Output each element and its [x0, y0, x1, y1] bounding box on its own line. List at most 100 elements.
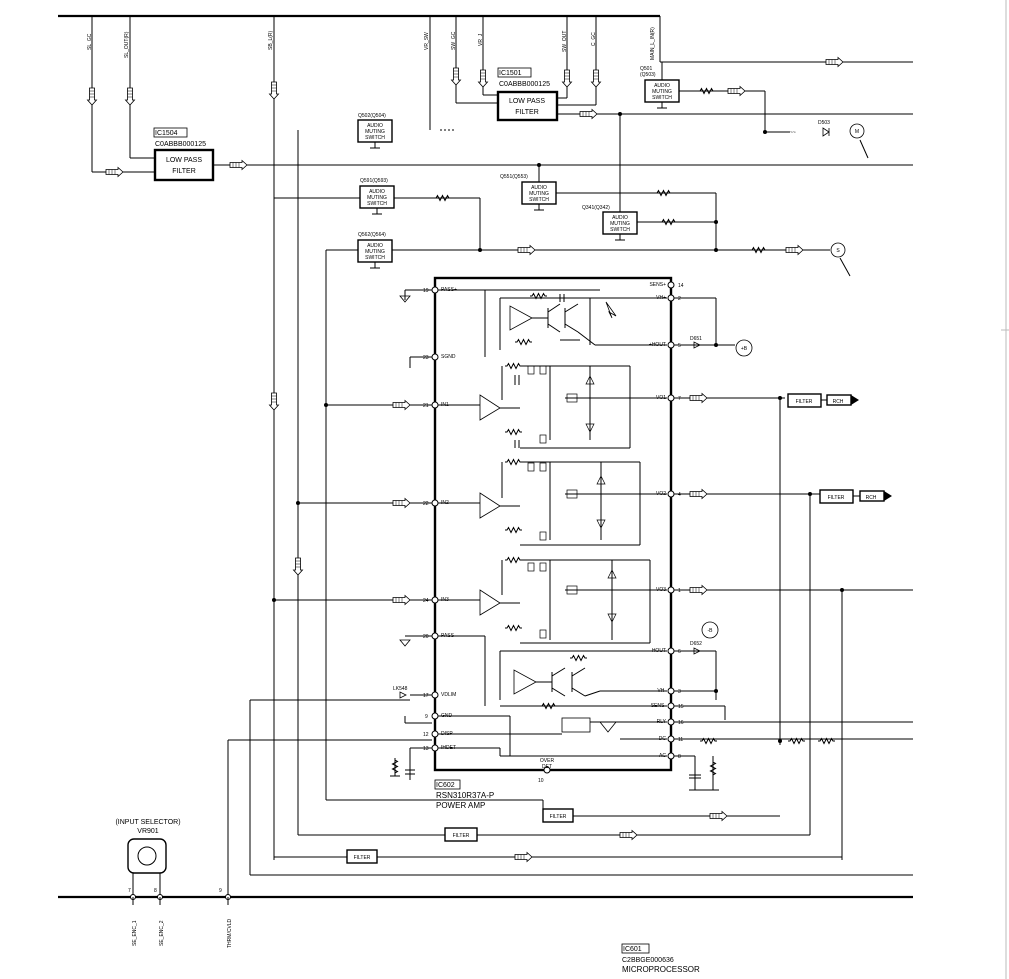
svg-text:15: 15 [678, 704, 684, 710]
svg-text:3: 3 [678, 689, 681, 695]
svg-text:SWITCH: SWITCH [652, 95, 672, 101]
ic602-power-amp [433, 276, 673, 772]
svg-text:19: 19 [423, 288, 429, 294]
vr901-title: (INPUT SELECTOR) [115, 819, 180, 826]
d651-label: D651 [690, 336, 702, 342]
svg-text:11: 11 [678, 737, 683, 743]
ic1501-part: C0ABBB000125 [499, 81, 550, 88]
q591-label: Q591(Q593) [360, 178, 388, 184]
d503-label: D503 [818, 120, 830, 126]
svg-text:SWITCH: SWITCH [610, 227, 630, 233]
m-connector [849, 123, 865, 139]
ic1501-ref: IC1501 [499, 70, 522, 77]
svg-text:AUDIO: AUDIO [367, 123, 383, 129]
signal-vr-j: VR_J [478, 33, 484, 46]
ic602-internal-circuit [438, 289, 667, 757]
svg-text:AUDIO: AUDIO [531, 185, 547, 191]
svg-text:5: 5 [678, 343, 681, 349]
svg-text:12: 12 [423, 732, 429, 738]
svg-text:13: 13 [423, 746, 429, 752]
q502-label: Q502(Q504) [358, 113, 386, 119]
signal-sw-gc: SW_GC [451, 31, 457, 50]
s-connector [830, 242, 846, 258]
svg-text:MUTING: MUTING [529, 191, 549, 197]
signal-sb-l-r: SB_L(R) [268, 30, 274, 50]
svg-text:7: 7 [678, 396, 681, 402]
svg-text:16: 16 [678, 720, 684, 726]
svg-text:S: S [836, 248, 840, 254]
svg-text:-B: -B [708, 628, 714, 634]
svg-text:9: 9 [219, 888, 222, 894]
signal-vr-sw: VR_SW [424, 32, 430, 50]
svg-text:RCH: RCH [833, 399, 844, 405]
ic602-ref: IC602 [436, 782, 455, 789]
svg-text:M: M [855, 129, 859, 135]
svg-text:AUDIO: AUDIO [367, 243, 383, 249]
svg-text:8: 8 [678, 754, 681, 760]
svg-text:AUDIO: AUDIO [612, 215, 628, 221]
svg-text:10: 10 [538, 778, 544, 784]
ic1501-low-pass-filter [496, 90, 559, 122]
q551-label: Q551(Q553) [500, 174, 528, 180]
svg-text:SWITCH: SWITCH [365, 255, 385, 261]
q501-label: Q501 [640, 66, 652, 72]
svg-text:MUTING: MUTING [367, 195, 387, 201]
svg-text:17: 17 [423, 693, 429, 699]
svg-text:SWITCH: SWITCH [529, 197, 549, 203]
svg-text:RCH: RCH [866, 495, 877, 501]
minus-b-terminal [701, 621, 719, 639]
d652-label: D652 [690, 641, 702, 647]
ic602-pin-10 [543, 766, 551, 774]
svg-text:~~: ~~ [790, 130, 796, 136]
ic1504-low-pass-filter [153, 148, 215, 182]
ic602-part: RSN310R37A-P [436, 791, 494, 800]
svg-text:9: 9 [425, 714, 428, 720]
svg-text:SWITCH: SWITCH [367, 201, 387, 207]
svg-text:+B: +B [741, 346, 748, 352]
svg-text:OVER: OVER [540, 758, 555, 764]
ic1504-ref: IC1504 [155, 130, 178, 137]
svg-text:LOW PASS: LOW PASS [509, 98, 545, 105]
ic1504-part: C0ABBB000125 [155, 141, 206, 148]
signal-sl-gc: SL_GC [87, 33, 93, 50]
svg-text:23: 23 [423, 355, 429, 361]
svg-text:1: 1 [678, 588, 681, 594]
svg-text:MUTING: MUTING [365, 249, 385, 255]
signal-main-l-in-r: MAIN_L_IN(R) [650, 27, 656, 60]
ic601-part: C2BBGE000636 [622, 957, 674, 964]
svg-text:LOW PASS: LOW PASS [166, 157, 202, 164]
svg-text:21: 21 [423, 403, 429, 409]
svg-text:7: 7 [128, 888, 131, 894]
signal-se-enc-1: SE_ENC_1 [132, 920, 138, 946]
ic601-name: MICROPROCESSOR [622, 965, 700, 974]
svg-text:SWITCH: SWITCH [365, 135, 385, 141]
signal-se-enc-2: SE_ENC_2 [159, 920, 165, 946]
svg-text:MUTING: MUTING [652, 89, 672, 95]
svg-text:FILTER: FILTER [796, 399, 813, 405]
vr901-ref: VR901 [137, 828, 159, 835]
ic601-ref: IC601 [623, 946, 642, 953]
svg-text:LK548: LK548 [393, 686, 408, 692]
svg-text:MUTING: MUTING [610, 221, 630, 227]
svg-text:2: 2 [678, 296, 681, 302]
svg-text:SGND: SGND [441, 354, 456, 360]
svg-text:14: 14 [678, 283, 684, 289]
svg-text:FILTER: FILTER [453, 833, 470, 839]
plus-b-terminal [735, 339, 753, 357]
svg-text:SENS+: SENS+ [649, 282, 666, 288]
q562-label: Q562(Q564) [358, 232, 386, 238]
svg-text:FILTER: FILTER [172, 168, 196, 175]
svg-text:8: 8 [154, 888, 157, 894]
signal-c-gc: C_GC [591, 32, 597, 46]
svg-text:22: 22 [423, 501, 429, 507]
signal-sl-out-r: SL_OUT(R) [124, 31, 130, 58]
svg-text:4: 4 [678, 492, 681, 498]
ic602-name: POWER AMP [436, 801, 485, 810]
svg-text:DET: DET [542, 764, 552, 770]
svg-text:(Q503): (Q503) [640, 72, 656, 78]
q341-label: Q341(Q342) [582, 205, 610, 211]
svg-text:FILTER: FILTER [354, 855, 371, 861]
svg-text:FILTER: FILTER [828, 495, 845, 501]
svg-text:FILTER: FILTER [515, 109, 539, 116]
